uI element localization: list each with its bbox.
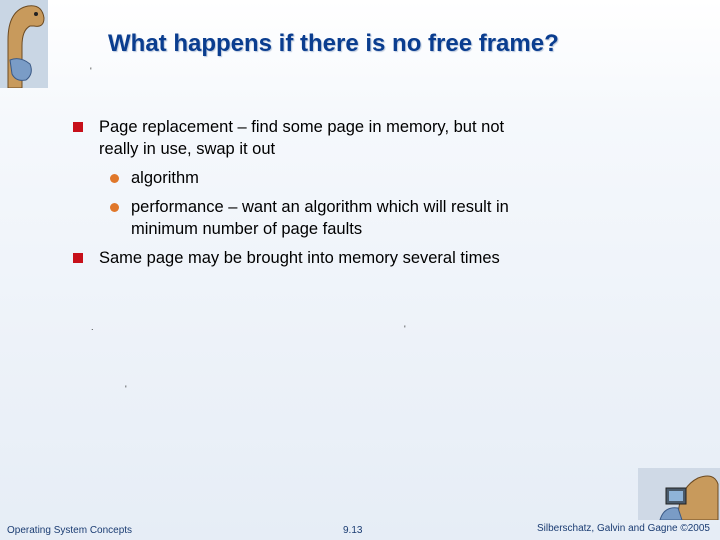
footer-course-name: Operating System Concepts [7,525,133,536]
sub-bullet-text-line: performance – want an algorithm which wi… [131,198,509,216]
sub-bullet-item: performance – want an algorithm which wi… [131,196,509,240]
sub-bullet-item: algorithm [131,167,199,189]
bullet-text-line: Page replacement – find some page in mem… [99,118,505,136]
bullet-square-icon [73,122,83,132]
slide-title: What happens if there is no free frame? [108,30,559,57]
dinosaur-illustration-bottom-right [638,468,720,520]
stray-mark: ' [404,324,406,334]
stray-mark: ' [125,384,127,394]
dinosaur-illustration-top-left [0,0,48,88]
sub-bullet-text: algorithm [131,169,199,187]
bullet-text-line: really in use, swap it out [99,140,276,158]
bullet-text: Same page may be brought into memory sev… [99,249,500,267]
bullet-item: Same page may be brought into memory sev… [99,247,500,269]
sub-bullet-dot-icon [110,203,119,212]
bullet-square-icon [73,253,83,263]
sub-bullet-dot-icon [110,174,119,183]
bullet-item: Page replacement – find some page in mem… [99,116,504,160]
footer-copyright: Silberschatz, Galvin and Gagne ©2005 [536,523,710,534]
sub-bullet-text-line: minimum number of page faults [131,220,363,238]
stray-mark: ' [90,66,92,76]
footer-slide-number: 9.13 [343,525,363,536]
stray-mark: . [91,322,94,332]
